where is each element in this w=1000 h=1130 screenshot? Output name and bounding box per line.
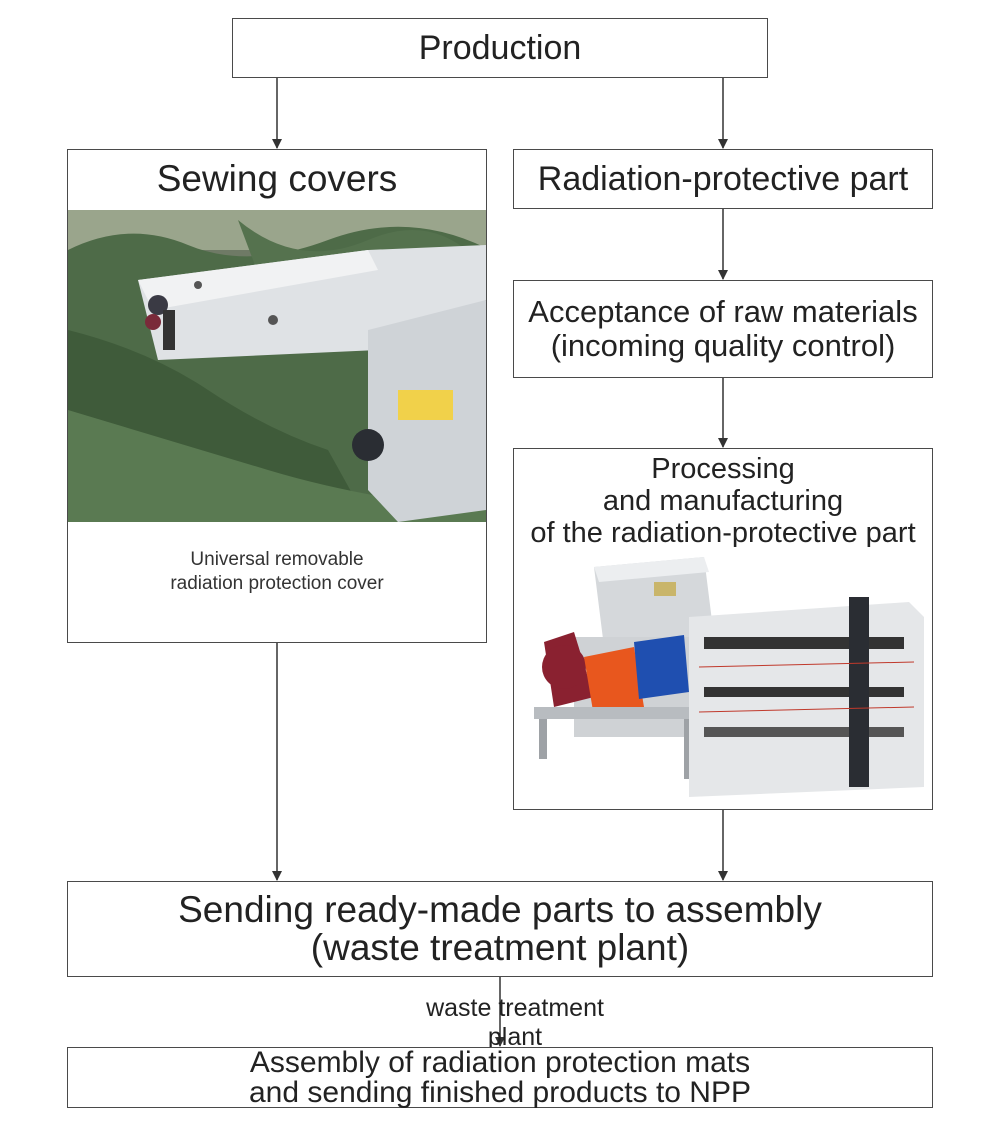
node-sending-to-assembly: Sending ready-made parts to assembly (wa… [67,881,933,977]
processing-line-3: of the radiation-protective part [530,517,916,549]
processing-line-2: and manufacturing [602,485,844,517]
acceptance-line-2: (incoming quality control) [550,328,896,363]
caption-line-2: radiation protection cover [170,573,384,594]
assembly-line-2: and sending finished products to NPP [249,1075,751,1109]
sending-line-1: Sending ready-made parts to assembly [178,889,822,930]
processing-machines-photo [514,547,932,809]
sewing-machine-photo [68,210,486,522]
node-radiation-protective-part: Radiation-protective part [513,149,933,209]
node-production: Production [232,18,768,78]
acceptance-line-1: Acceptance of raw materials [528,294,918,329]
node-assembly: Assembly of radiation protection mats an… [67,1047,933,1108]
caption-line-1: Universal removable [190,549,364,570]
assembly-line-1: Assembly of radiation protection mats [249,1045,751,1079]
sending-line-2: (waste treatment plant) [310,927,690,968]
edge-label-waste-treatment-plant: waste treatment plant [426,994,604,1051]
node-processing-title: Processing and manufacturing of the radi… [514,453,932,549]
node-radiation-label: Radiation-protective part [537,159,909,198]
node-processing: Processing and manufacturing of the radi… [513,448,933,810]
node-sewing-covers: Sewing covers Universal removable radiat… [67,149,487,643]
node-sewing-covers-title: Sewing covers [156,158,398,199]
processing-line-1: Processing [651,453,795,485]
node-production-label: Production [418,28,582,67]
node-acceptance: Acceptance of raw materials (incoming qu… [513,280,933,378]
